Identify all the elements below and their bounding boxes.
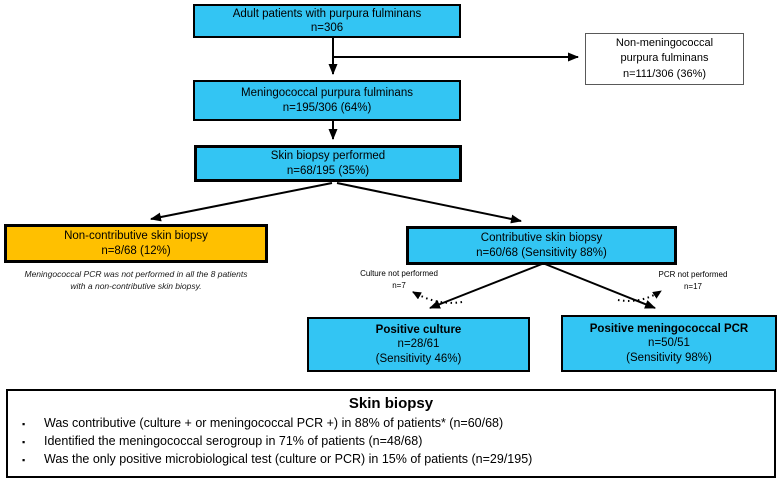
summary-title: Skin biopsy	[348, 395, 434, 412]
node-biopsy-performed: Skin biopsy performed n=68/195 (35%)	[194, 145, 462, 182]
node-positive-culture-line1: Positive culture	[375, 324, 462, 337]
node-contributive-line1: Contributive skin biopsy	[480, 232, 603, 245]
non-contributive-note: Meningococcal PCR was not performed in a…	[4, 268, 268, 293]
node-non-contributive: Non-contributive skin biopsy n=8/68 (12%…	[4, 224, 268, 263]
dotted-arrow-culture-not-performed	[412, 291, 463, 304]
summary-bullet-1-text: Was contributive (culture + or meningoco…	[44, 416, 504, 430]
label-culture-not-performed-line1: Culture not performed	[360, 269, 438, 278]
arrow-biopsy-to-contributive	[336, 182, 522, 224]
node-meningococcal: Meningococcal purpura fulminans n=195/30…	[193, 80, 461, 121]
node-positive-culture-sensitivity: (Sensitivity 46%)	[375, 352, 462, 365]
node-positive-pcr-count: n=50/51	[648, 337, 690, 350]
summary-box: Skin biopsy ▪ Was contributive (culture …	[6, 389, 776, 478]
node-adult-patients-line1: Adult patients with purpura fulminans	[232, 7, 422, 20]
node-adult-patients: Adult patients with purpura fulminans n=…	[193, 4, 461, 38]
node-non-meningococcal-line2: purpura fulminans	[620, 52, 709, 65]
node-positive-pcr: Positive meningococcal PCR n=50/51 (Sens…	[561, 315, 777, 372]
node-non-meningococcal: Non-meningococcal purpura fulminans n=11…	[585, 33, 744, 85]
node-contributive-count: n=60/68 (Sensitivity 88%)	[476, 246, 607, 259]
node-non-contributive-count: n=8/68 (12%)	[101, 244, 171, 257]
node-meningococcal-line1: Meningococcal purpura fulminans	[241, 87, 413, 100]
summary-bullet-2-text: Identified the meningococcal serogroup i…	[44, 433, 423, 448]
node-contributive: Contributive skin biopsy n=60/68 (Sensit…	[406, 226, 677, 265]
summary-bullet-1: ▪ Was contributive (culture + or meningo…	[20, 415, 774, 433]
node-positive-pcr-sensitivity: (Sensitivity 98%)	[626, 351, 712, 364]
bullet-icon: ▪	[22, 454, 26, 465]
node-positive-culture: Positive culture n=28/61 (Sensitivity 46…	[307, 317, 530, 372]
summary-bullet-3: ▪ Was the only positive microbiological …	[20, 451, 774, 469]
node-biopsy-performed-count: n=68/195 (35%)	[286, 164, 370, 177]
node-adult-patients-count: n=306	[310, 22, 344, 34]
label-pcr-not-performed: PCR not performed n=17	[637, 269, 749, 293]
non-contributive-note-line2: with a non-contributive skin biopsy.	[70, 281, 202, 292]
label-culture-not-performed-count: n=7	[392, 281, 406, 290]
node-non-contributive-line1: Non-contributive skin biopsy	[64, 230, 208, 243]
node-positive-culture-count: n=28/61	[397, 338, 440, 351]
summary-bullet-2: ▪ Identified the meningococcal serogroup…	[20, 433, 774, 451]
arrow-biopsy-to-non-contributive	[150, 182, 333, 222]
bullet-icon: ▪	[22, 436, 26, 447]
bullet-icon: ▪	[22, 419, 26, 429]
label-pcr-not-performed-line1: PCR not performed	[658, 270, 728, 279]
non-contributive-note-line1: Meningococcal PCR was not performed in a…	[24, 269, 248, 279]
label-pcr-not-performed-count: n=17	[683, 282, 703, 291]
label-culture-not-performed: Culture not performed n=7	[340, 268, 458, 292]
summary-list: ▪ Was contributive (culture + or meningo…	[8, 415, 774, 468]
node-non-meningococcal-line1: Non-meningococcal	[615, 36, 714, 49]
node-meningococcal-count: n=195/306 (64%)	[282, 101, 372, 114]
node-biopsy-performed-line1: Skin biopsy performed	[270, 150, 386, 163]
summary-bullet-3-text: Was the only positive microbiological te…	[44, 451, 533, 466]
node-non-meningococcal-count: n=111/306 (36%)	[622, 67, 707, 80]
node-positive-pcr-line1: Positive meningococcal PCR	[589, 323, 749, 336]
